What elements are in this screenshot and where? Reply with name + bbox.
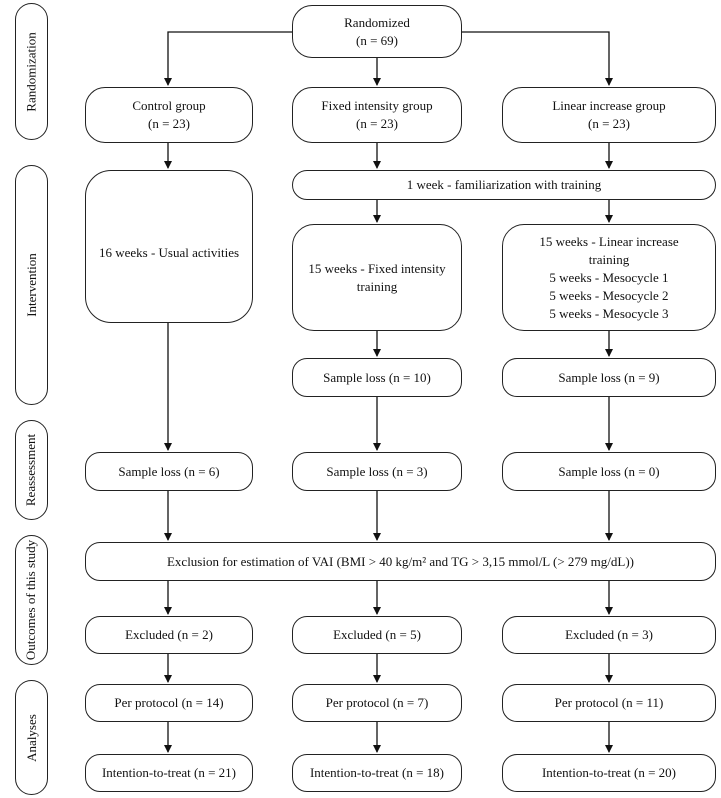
fixed-excluded-label: Excluded (n = 5) — [333, 627, 421, 642]
control-excluded-label: Excluded (n = 2) — [125, 627, 213, 642]
linear-reassessment-loss-label: Sample loss (n = 0) — [558, 463, 660, 479]
fixed-group-box: Fixed intensity group (n = 23) — [292, 87, 462, 143]
stage-intervention-label: Intervention — [23, 253, 39, 317]
fixed-excluded-box: Excluded (n = 5) — [292, 616, 462, 654]
familiarization-label: 1 week - familiarization with training — [406, 177, 602, 192]
fixed-group-count: (n = 23) — [356, 116, 398, 131]
exclusion-box: Exclusion for estimation of VAI (BMI > 4… — [85, 542, 716, 581]
randomized-count: (n = 69) — [356, 32, 398, 48]
linear-per-protocol-label: Per protocol (n = 11) — [554, 695, 664, 710]
linear-intervention-line-3: 5 weeks - Mesocycle 1 — [549, 269, 669, 285]
randomized-title: Randomized — [344, 14, 410, 30]
linear-group-count: (n = 23) — [588, 116, 630, 131]
fixed-intervention-loss-box: Sample loss (n = 10) — [292, 358, 462, 397]
control-reassessment-loss-label: Sample loss (n = 6) — [118, 463, 220, 479]
control-per-protocol-label: Per protocol (n = 14) — [114, 695, 224, 710]
fixed-per-protocol-box: Per protocol (n = 7) — [292, 684, 462, 722]
control-intervention-label: 16 weeks - Usual activities — [98, 245, 240, 260]
stage-outcomes-label: Outcomes of this study — [24, 540, 40, 660]
exclusion-label: Exclusion for estimation of VAI (BMI > 4… — [166, 553, 634, 569]
stage-analyses: Analyses — [15, 680, 48, 795]
fixed-intervention-line-1: 15 weeks - Fixed intensity — [308, 260, 446, 276]
linear-excluded-box: Excluded (n = 3) — [502, 616, 716, 654]
linear-intervention-line-4: 5 weeks - Mesocycle 2 — [549, 287, 669, 303]
familiarization-box: 1 week - familiarization with training — [292, 170, 716, 200]
linear-intervention-line-2: training — [588, 251, 630, 267]
stage-randomization: Randomization — [15, 3, 48, 140]
control-group-count: (n = 23) — [148, 116, 190, 131]
fixed-itt-box: Intention-to-treat (n = 18) — [292, 754, 462, 792]
linear-reassessment-loss-box: Sample loss (n = 0) — [502, 452, 716, 491]
control-reassessment-loss-box: Sample loss (n = 6) — [85, 452, 253, 491]
control-excluded-box: Excluded (n = 2) — [85, 616, 253, 654]
stage-reassessment-label: Reassessment — [23, 433, 39, 507]
randomized-box: Randomized (n = 69) — [292, 5, 462, 58]
control-intervention-box: 16 weeks - Usual activities — [85, 170, 253, 323]
linear-group-box: Linear increase group (n = 23) — [502, 87, 716, 143]
fixed-reassessment-loss-box: Sample loss (n = 3) — [292, 452, 462, 491]
fixed-itt-label: Intention-to-treat (n = 18) — [309, 765, 445, 780]
linear-intervention-box: 15 weeks - Linear increase training 5 we… — [502, 224, 716, 331]
fixed-group-title: Fixed intensity group — [321, 98, 433, 113]
arrow-randomized-to-linear — [462, 31, 613, 86]
stage-outcomes-line-2: study — [23, 539, 39, 569]
linear-excluded-label: Excluded (n = 3) — [565, 627, 653, 642]
linear-group-title: Linear increase group — [552, 98, 666, 113]
linear-itt-box: Intention-to-treat (n = 20) — [502, 754, 716, 792]
linear-intervention-line-1: 15 weeks - Linear increase — [539, 233, 679, 249]
control-group-title: Control group — [132, 98, 206, 113]
linear-itt-label: Intention-to-treat (n = 20) — [541, 765, 677, 780]
control-itt-label: Intention-to-treat (n = 21) — [101, 765, 237, 780]
linear-intervention-line-5: 5 weeks - Mesocycle 3 — [549, 305, 669, 321]
linear-intervention-loss-box: Sample loss (n = 9) — [502, 358, 716, 397]
arrow-randomized-to-control — [164, 31, 292, 86]
fixed-intervention-box: 15 weeks - Fixed intensity training — [292, 224, 462, 331]
control-group-box: Control group (n = 23) — [85, 87, 253, 143]
stage-intervention: Intervention — [15, 165, 48, 405]
stage-outcomes: Outcomes of this study — [15, 535, 48, 665]
linear-intervention-loss-label: Sample loss (n = 9) — [558, 369, 660, 385]
fixed-intervention-line-2: training — [356, 278, 398, 294]
linear-per-protocol-box: Per protocol (n = 11) — [502, 684, 716, 722]
stage-analyses-label: Analyses — [23, 713, 39, 762]
control-itt-box: Intention-to-treat (n = 21) — [85, 754, 253, 792]
fixed-per-protocol-label: Per protocol (n = 7) — [325, 695, 429, 710]
fixed-reassessment-loss-label: Sample loss (n = 3) — [326, 463, 428, 479]
control-per-protocol-box: Per protocol (n = 14) — [85, 684, 253, 722]
fixed-intervention-loss-label: Sample loss (n = 10) — [323, 369, 431, 385]
stage-randomization-label: Randomization — [23, 31, 39, 112]
stage-outcomes-line-1: Outcomes of this — [23, 571, 39, 661]
stage-reassessment: Reassessment — [15, 420, 48, 520]
